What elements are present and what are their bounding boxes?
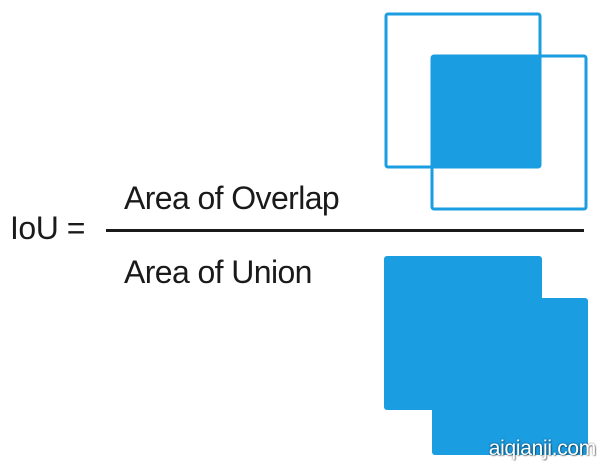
iou-label: IoU = [10,210,85,246]
union-diagram-icon [384,256,588,455]
overlap-box-a-outline [384,12,542,169]
overlap-diagram-icon [384,12,588,211]
union-box-b-fill [432,298,588,455]
overlap-intersection-fill [432,56,540,167]
fraction-bar [106,229,584,232]
denominator-text: Area of Union [124,254,312,290]
overlap-box-b-outline [430,54,588,211]
numerator-text: Area of Overlap [124,180,340,216]
watermark-text: aiqianji.com [488,437,597,460]
